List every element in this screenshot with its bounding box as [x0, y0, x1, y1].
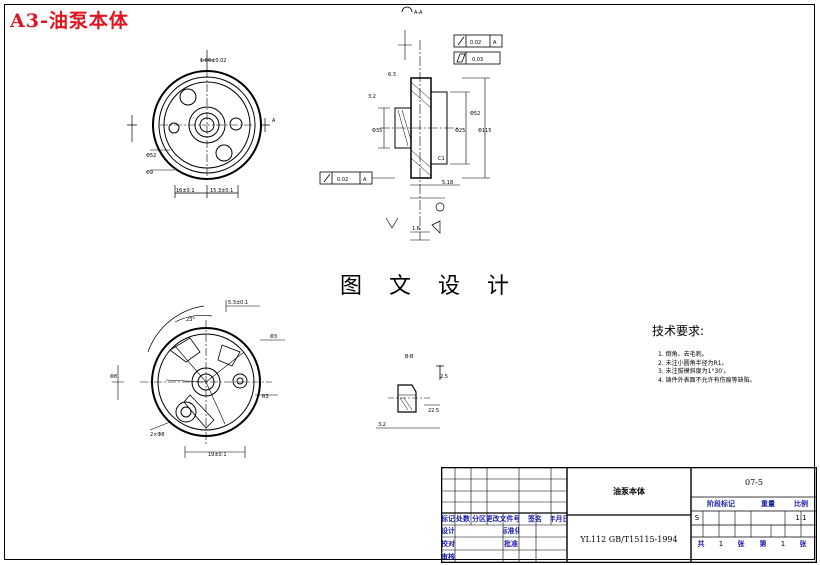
- dim-text: 22.5: [428, 408, 439, 414]
- dim-text: 23°: [186, 317, 195, 323]
- tb-header-cell: 签名: [528, 515, 542, 523]
- dim-text: 15.3±0.1: [210, 188, 233, 194]
- tb-header-cell: 更改文件号: [487, 515, 519, 523]
- section-label: A-A: [414, 10, 423, 16]
- watermark-text: 图 文 设 计: [340, 274, 519, 299]
- tb-sign-label: 标准化: [503, 527, 519, 535]
- gtol-value: 0.02: [337, 177, 348, 183]
- dim-text: 3.2: [378, 422, 386, 428]
- tb-right-header: 阶段标记: [707, 500, 735, 508]
- tb-header-cell: 分区: [472, 515, 486, 523]
- title-block: 标记 处数 分区 更改文件号 签名 年月日 设计 校对 审核 标准化 批准 油泵…: [441, 467, 817, 563]
- section-label: B-B: [405, 354, 414, 360]
- front-view-bottom: [112, 300, 285, 458]
- requirements-list: 1. 倒角、去毛刺。 2. 未注小圆角半径为R1。 3. 未注拔模斜度为1°30…: [652, 351, 756, 385]
- tb-sign-label: 校对: [441, 539, 455, 548]
- material-standard: YL112 GB/T15115-1994: [580, 534, 678, 544]
- dim-text: 16±0.1: [176, 188, 195, 194]
- dim-text: C1: [438, 156, 445, 162]
- roughness: 6.3: [388, 72, 396, 78]
- dim-text: 1.06±0.02: [200, 58, 226, 64]
- tb-sign-label: 审核: [441, 552, 455, 561]
- dim-text: Φ115: [478, 128, 491, 134]
- dim-text: R3: [262, 394, 269, 400]
- tb-sign-label: 设计: [441, 527, 455, 535]
- stage-mark: S: [694, 514, 700, 522]
- dim-text: Φ52: [146, 153, 156, 159]
- scale-value: 1:1: [795, 514, 807, 522]
- dim-text: 5.3±0.1: [228, 300, 248, 306]
- title-block-grid: [441, 467, 817, 563]
- requirement-item: 1. 倒角、去毛刺。: [658, 351, 708, 358]
- gtol-value: 0.02: [470, 40, 481, 46]
- requirements-title: 技术要求:: [652, 324, 705, 338]
- technical-requirements: 技术要求: 1. 倒角、去毛刺。 2. 未注小圆角半径为R1。 3. 未注拔模斜…: [652, 322, 756, 385]
- dim-text: 2×Φ8: [150, 432, 165, 438]
- part-name: 油泵本体: [613, 485, 645, 496]
- document-title: A3-油泵本体: [10, 10, 129, 32]
- dim-text: Φ35: [372, 128, 382, 134]
- roughness: 1.6: [412, 226, 420, 232]
- front-view-top: [127, 50, 270, 198]
- dim-text: Φ3: [270, 334, 277, 340]
- sheet-text: 共: [697, 540, 705, 548]
- sheet-text: 1: [718, 540, 724, 548]
- gtol-ref: A: [363, 177, 367, 183]
- drawing-number: 07-5: [745, 477, 763, 487]
- dim-text: A: [272, 118, 276, 124]
- dim-text: Φ8: [110, 374, 117, 380]
- detail-view-bb: [376, 365, 444, 429]
- dim-text: 2.5: [440, 374, 448, 380]
- requirement-item: 3. 未注拔模斜度为1°30′。: [658, 368, 730, 376]
- sheet-text: 1: [780, 540, 786, 548]
- roughness: 3.2: [368, 94, 376, 100]
- requirement-item: 2. 未注小圆角半径为R1。: [658, 359, 728, 367]
- drawing-border: [4, 4, 815, 560]
- tb-header-cell: 年月日: [551, 515, 567, 523]
- tb-right-header: 重量: [761, 500, 775, 508]
- dim-text: 19±0.1: [208, 452, 227, 458]
- dim-text: Φ52: [470, 111, 480, 117]
- tb-header-cell: 处数: [456, 515, 470, 523]
- requirement-item: 4. 铸件外表面不允许有伤痕等缺陷。: [658, 376, 756, 384]
- sheet-text: 第: [759, 540, 767, 548]
- dim-text: Φ9: [146, 170, 153, 176]
- gtol-value: 0.03: [472, 57, 483, 63]
- dim-text: Φ25: [455, 128, 465, 134]
- gtol-ref: A: [493, 40, 497, 46]
- dim-text: 5.18: [442, 180, 453, 186]
- tb-sign-label: 批准: [504, 539, 518, 548]
- sheet-text: 张: [799, 540, 807, 548]
- tb-right-header: 比例: [794, 500, 808, 508]
- section-view-aa: [319, 6, 503, 241]
- tb-header-cell: 标记: [441, 515, 455, 523]
- sheet-text: 张: [737, 540, 745, 548]
